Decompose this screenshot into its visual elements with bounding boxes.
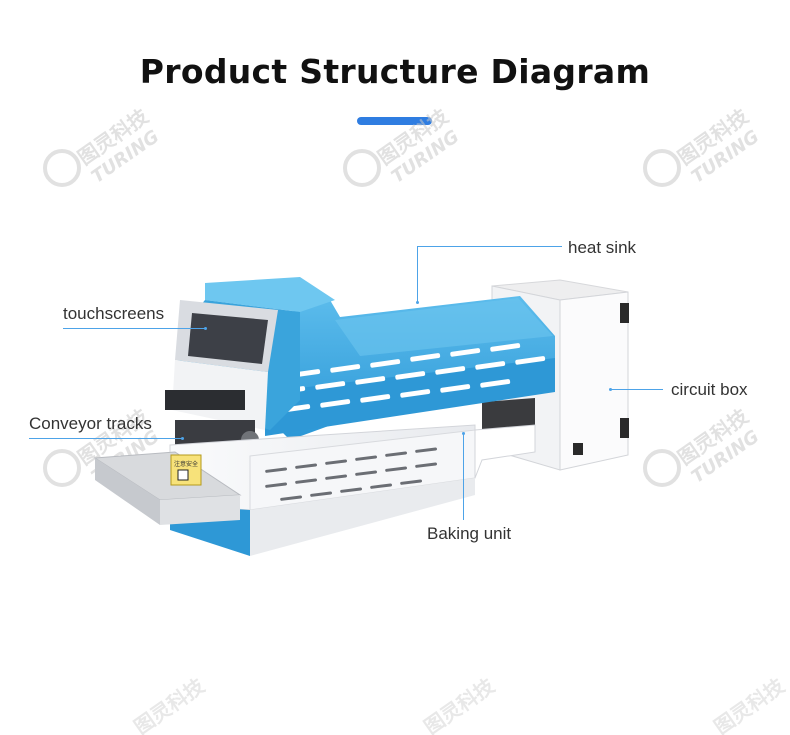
conveyor-tracks-label: Conveyor tracks xyxy=(29,414,152,433)
warning-label: 注意安全 xyxy=(174,460,198,468)
watermark: 图灵科技 TURING xyxy=(640,404,770,490)
title-underline xyxy=(357,117,432,125)
circuit-box-leader xyxy=(611,389,663,390)
page-title: Product Structure Diagram xyxy=(139,52,651,91)
conveyor-tracks-dot xyxy=(181,437,184,440)
heat-sink-housing xyxy=(265,296,555,440)
watermark: 图灵科技 TURING xyxy=(640,104,770,190)
heat-sink-leader xyxy=(417,246,562,247)
watermark: 图灵科技 TURING xyxy=(40,104,170,190)
conveyor-tracks: 注意安全 xyxy=(93,451,242,525)
touchscreen-housing xyxy=(165,277,335,449)
conveyor-tracks-leader xyxy=(29,438,182,439)
baking-unit xyxy=(169,424,536,556)
baking-unit-label: Baking unit xyxy=(427,524,512,543)
circuit-box-label: circuit box xyxy=(671,380,748,399)
touchscreens-leader xyxy=(63,328,205,329)
touchscreens-label: touchscreens xyxy=(63,304,165,323)
touchscreens-dot xyxy=(204,327,207,330)
baking-unit-leader xyxy=(463,433,464,520)
baking-unit-dot xyxy=(462,432,465,435)
machine-illustration: 注意安全 xyxy=(93,277,629,556)
heat-sink-label: heat sink xyxy=(568,238,637,257)
watermark: 图灵科技 TURING xyxy=(340,104,470,190)
heat-sink-dot xyxy=(416,301,419,304)
circuit-box-dot xyxy=(609,388,612,391)
heat-sink-leader xyxy=(417,246,418,302)
